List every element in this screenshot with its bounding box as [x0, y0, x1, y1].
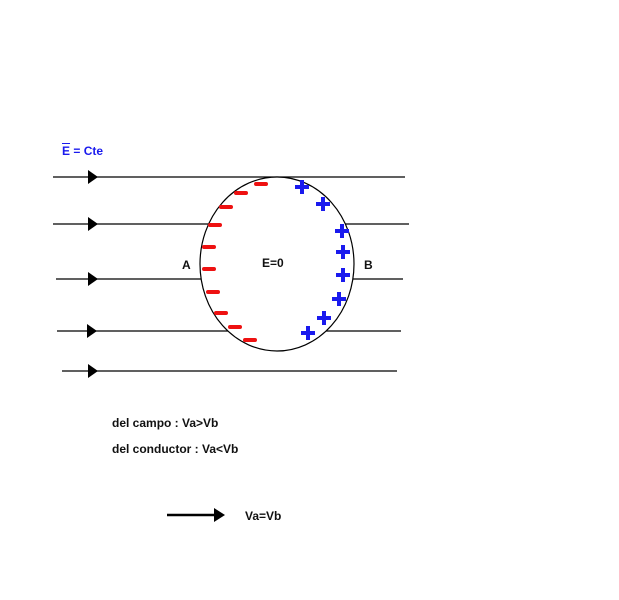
plus-charge-icon [336, 268, 350, 282]
arrowhead-icon [88, 272, 98, 286]
plus-charge-icon [316, 197, 330, 211]
plus-charge-icon [295, 180, 309, 194]
arrowhead-icon [214, 508, 225, 522]
conductor-sphere [199, 176, 355, 352]
field-constant-text: = Cte [70, 144, 104, 158]
positive-charges [295, 180, 350, 340]
plus-charge-icon [335, 224, 349, 238]
point-b-label: B [364, 258, 373, 272]
negative-charges [202, 182, 268, 342]
result-label: Va=Vb [245, 509, 282, 523]
inside-field-label: E=0 [262, 256, 284, 270]
field-arrowheads [87, 170, 98, 378]
field-vector-symbol: E [62, 144, 71, 158]
point-a-label: A [182, 258, 191, 272]
plus-charge-icon [301, 326, 315, 340]
legend-arrow [167, 508, 225, 522]
arrowhead-icon [88, 364, 98, 378]
field-constant-label: E = Cte [62, 144, 103, 158]
statement-field: del campo : Va>Vb [112, 416, 219, 430]
plus-charge-icon [317, 311, 331, 325]
arrowhead-icon [88, 170, 98, 184]
plus-charge-icon [336, 245, 350, 259]
plus-charge-icon [332, 292, 346, 306]
statement-conductor: del conductor : Va<Vb [112, 442, 239, 456]
arrowhead-icon [88, 217, 98, 231]
arrowhead-icon [87, 324, 97, 338]
